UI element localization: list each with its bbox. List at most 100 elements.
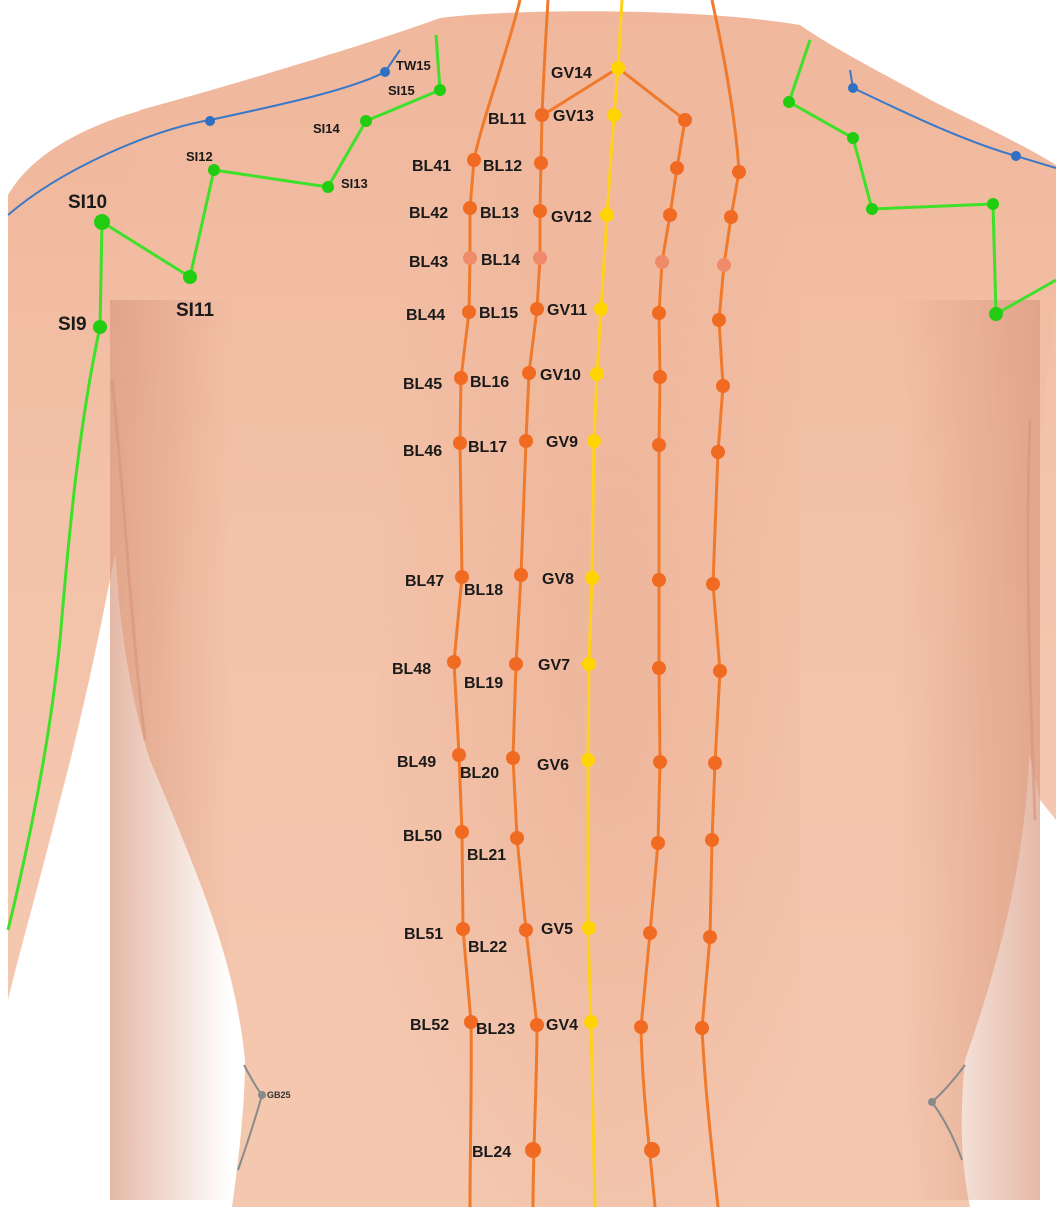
bl-right-outer-point-12 xyxy=(695,1021,709,1035)
bl16-point xyxy=(522,366,536,380)
bl24-point xyxy=(525,1142,541,1158)
bl18-point xyxy=(514,568,528,582)
right-side-shade xyxy=(900,300,1040,1200)
bl-right-outer-point-6 xyxy=(711,445,725,459)
bl11-point xyxy=(535,108,549,122)
bl41-point xyxy=(467,153,481,167)
label-bl16: BL16 xyxy=(470,374,509,391)
bl-right-inner-point-6 xyxy=(653,370,667,384)
bl-right-outer-point-7 xyxy=(706,577,720,591)
label-gv10: GV10 xyxy=(540,367,581,384)
bl-right-inner-point-3 xyxy=(663,208,677,222)
si-right-point-3 xyxy=(866,203,878,215)
bl-right-inner-point-12 xyxy=(643,926,657,940)
label-bl11: BL11 xyxy=(488,111,526,128)
bl22-point xyxy=(519,923,533,937)
bl23-point xyxy=(530,1018,544,1032)
bl-right-outer-point-5 xyxy=(716,379,730,393)
bl-right-inner-point-5 xyxy=(652,306,666,320)
si-right-point-2 xyxy=(847,132,859,144)
label-si12: SI12 xyxy=(186,149,213,164)
label-gv12: GV12 xyxy=(551,209,592,226)
tw-point-right-2 xyxy=(1011,151,1021,161)
gb-right-point xyxy=(928,1098,936,1106)
bl-right-inner-point-10 xyxy=(653,755,667,769)
label-bl13: BL13 xyxy=(480,205,519,222)
gv13-point xyxy=(607,108,621,122)
si-right-point-4 xyxy=(987,198,999,210)
si14-point xyxy=(360,115,372,127)
bl50-point xyxy=(455,825,469,839)
label-bl52: BL52 xyxy=(410,1017,449,1034)
bl-right-inner-point-11 xyxy=(651,836,665,850)
label-bl42: BL42 xyxy=(409,205,448,222)
label-bl46: BL46 xyxy=(403,443,442,460)
bl-right-outer-point-10 xyxy=(705,833,719,847)
label-si14: SI14 xyxy=(313,121,341,136)
label-bl48: BL48 xyxy=(392,661,431,678)
label-gv11: GV11 xyxy=(547,302,587,319)
label-si11: SI11 xyxy=(176,300,214,321)
label-bl50: BL50 xyxy=(403,828,442,845)
bl46-point xyxy=(453,436,467,450)
label-bl17: BL17 xyxy=(468,439,507,456)
bl17-point xyxy=(519,434,533,448)
si13-point xyxy=(322,181,334,193)
si15-point xyxy=(434,84,446,96)
label-si9: SI9 xyxy=(58,314,87,335)
bl13-point xyxy=(533,204,547,218)
bl-right-outer-point-9 xyxy=(708,756,722,770)
label-si10: SI10 xyxy=(68,192,107,213)
label-bl44: BL44 xyxy=(406,307,445,324)
label-bl20: BL20 xyxy=(460,765,499,782)
bl49-point xyxy=(452,748,466,762)
label-bl21: BL21 xyxy=(467,847,506,864)
bl21-point xyxy=(510,831,524,845)
label-bl23: BL23 xyxy=(476,1021,515,1038)
gv4-point xyxy=(584,1015,598,1029)
label-si15: SI15 xyxy=(388,83,415,98)
bl-right-outer-point-3 xyxy=(717,258,731,272)
gv14-point xyxy=(611,61,625,75)
gv11-point xyxy=(594,302,608,316)
bl48-point xyxy=(447,655,461,669)
gv5-point xyxy=(582,921,596,935)
label-gv4: GV4 xyxy=(546,1017,578,1034)
label-bl19: BL19 xyxy=(464,675,503,692)
bl19-point xyxy=(509,657,523,671)
label-gv14: GV14 xyxy=(551,65,592,82)
bl15-point xyxy=(530,302,544,316)
label-bl43: BL43 xyxy=(409,254,448,271)
label-bl22: BL22 xyxy=(468,939,507,956)
label-si13: SI13 xyxy=(341,176,368,191)
label-gb25: GB25 xyxy=(267,1090,291,1100)
si12-point xyxy=(208,164,220,176)
gv10-point xyxy=(590,367,604,381)
label-bl41: BL41 xyxy=(412,158,451,175)
bl-right-inner-point-8 xyxy=(652,573,666,587)
label-gv7: GV7 xyxy=(538,657,570,674)
label-gv5: GV5 xyxy=(541,921,573,938)
label-gv9: GV9 xyxy=(546,434,578,451)
bl44-point xyxy=(462,305,476,319)
bl-right-outer-point-11 xyxy=(703,930,717,944)
bl14-point xyxy=(533,251,547,265)
label-bl12: BL12 xyxy=(483,158,522,175)
gv9-point xyxy=(587,434,601,448)
label-bl18: BL18 xyxy=(464,582,503,599)
label-gv6: GV6 xyxy=(537,757,569,774)
gv6-point xyxy=(581,753,595,767)
bl43-point xyxy=(463,251,477,265)
label-gv13: GV13 xyxy=(553,108,594,125)
si-right-point-5 xyxy=(989,307,1003,321)
bl-right-inner-point-2 xyxy=(670,161,684,175)
bl12-point xyxy=(534,156,548,170)
si11-point xyxy=(183,270,197,284)
label-gv8: GV8 xyxy=(542,571,574,588)
si9-point xyxy=(93,320,107,334)
tw-point-left xyxy=(205,116,215,126)
label-bl51: BL51 xyxy=(404,926,443,943)
label-bl45: BL45 xyxy=(403,376,442,393)
left-side-shade xyxy=(110,300,230,1200)
